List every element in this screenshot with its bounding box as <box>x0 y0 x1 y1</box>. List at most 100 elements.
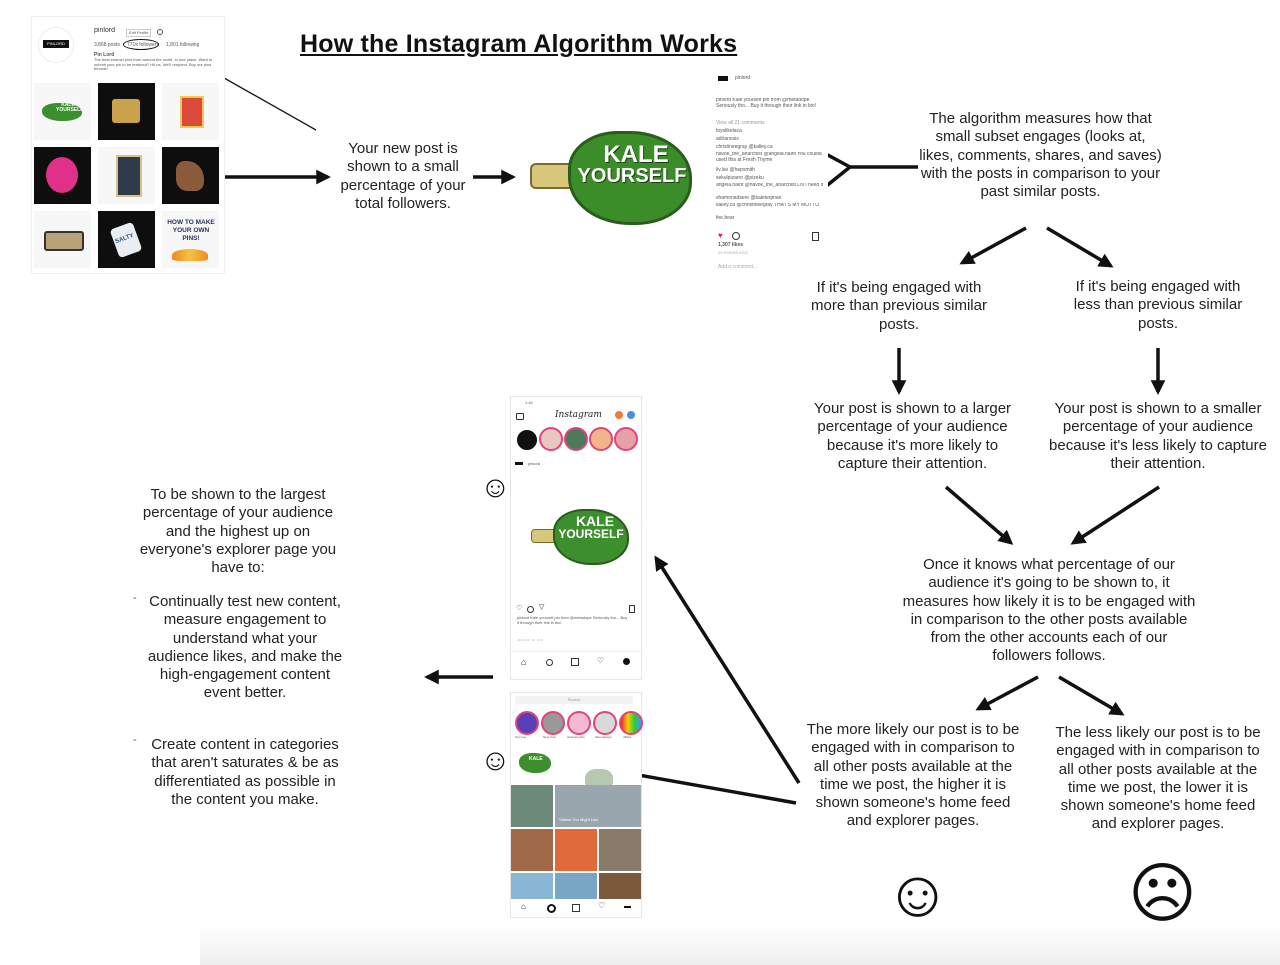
explore-profile-icon[interactable] <box>624 906 631 908</box>
advice-intro: To be shown to the largest percentage of… <box>139 486 337 577</box>
feed-pin-image: KALE YOURSELF <box>527 505 629 565</box>
pin-line-2: YOURSELF <box>577 165 687 187</box>
pink-pin-thumb <box>46 157 78 193</box>
explore-story[interactable] <box>515 711 539 735</box>
tile-portrait-pin[interactable] <box>98 147 155 204</box>
tile-plant-pin[interactable] <box>162 83 219 140</box>
arrow-more-likely-to-feed <box>654 555 801 784</box>
step-once-knows: Once it knows what percentage of our aud… <box>902 556 1196 665</box>
explore-grid-photo[interactable] <box>599 829 641 871</box>
settings-icon[interactable] <box>157 29 163 35</box>
activity-icon[interactable] <box>615 411 623 419</box>
comments-username: pinlord <box>735 75 751 81</box>
stat-posts: 3,868 posts <box>94 42 120 48</box>
advice-item-1: Continually test new content, measure en… <box>147 593 343 702</box>
explore-kale-label: KALE <box>529 756 543 762</box>
explore-story-label: official <box>623 735 632 739</box>
tile-gold-pin[interactable] <box>98 83 155 140</box>
direct-icon[interactable] <box>627 411 635 419</box>
profile-avatar: PINLORD <box>38 27 74 63</box>
story-avatar[interactable] <box>539 427 563 451</box>
activity-tab-icon[interactable]: ♡ <box>597 656 605 665</box>
tile-kale-label: KALE YOURSELF <box>56 102 84 113</box>
tile-salty-pin[interactable]: SALTY <box>98 211 155 268</box>
tile-kale[interactable]: KALE YOURSELF <box>34 83 91 140</box>
story-avatar-own[interactable] <box>515 428 539 452</box>
profile-username: pinlord <box>94 27 116 34</box>
feed-pin-line-1: KALE <box>575 513 615 529</box>
post-username: pinlord <box>528 461 541 466</box>
camera-icon[interactable] <box>516 413 524 420</box>
explore-story[interactable] <box>567 711 591 735</box>
comment-icon[interactable] <box>732 232 740 240</box>
tile-radio-pin[interactable] <box>34 211 91 268</box>
portrait-pin-thumb <box>116 155 142 197</box>
comment-item: fee.bear <box>716 215 735 221</box>
pin-line-1: KALE <box>603 141 669 168</box>
explore-search-icon[interactable] <box>547 904 556 913</box>
explore-story[interactable] <box>593 711 617 735</box>
story-avatar[interactable] <box>614 427 638 451</box>
explore-story[interactable] <box>541 711 565 735</box>
explore-video-tile[interactable] <box>555 785 641 827</box>
plant-pin-thumb <box>180 96 204 128</box>
edit-profile-button[interactable]: Edit Profile <box>126 29 152 37</box>
comment-item: christineegray @kalley.ca <box>716 144 773 150</box>
tile-horse-pin[interactable] <box>162 147 219 204</box>
instagram-wordmark: Instagram <box>555 410 602 420</box>
add-comment-input[interactable]: Add a comment... <box>718 264 758 270</box>
explore-grid-photo[interactable] <box>599 873 641 899</box>
story-avatar[interactable] <box>589 427 613 451</box>
horse-pin-thumb <box>176 161 204 191</box>
story-avatar[interactable] <box>564 427 588 451</box>
explore-grid-photo[interactable] <box>511 829 553 871</box>
arrow-measure-to-more <box>959 226 1027 265</box>
step-less-engaged: If it's being engaged with less than pre… <box>1073 278 1243 332</box>
profile-tab-icon[interactable] <box>623 658 630 665</box>
explore-grid-photo[interactable] <box>511 785 553 827</box>
explore-grid-photo[interactable] <box>555 873 597 899</box>
small-happy-face-icon: ☺ <box>480 744 511 777</box>
feed-like-icon[interactable]: ♡ <box>516 605 523 612</box>
comment-list: toyslikelaca adrianosis christineegray @… <box>716 128 824 223</box>
followers-highlight-circle <box>123 39 159 50</box>
explore-search-input[interactable]: Search <box>515 696 633 704</box>
comments-screenshot: pinlord pinlord Kale yourself pin from @… <box>710 68 828 273</box>
gold-pin-thumb <box>112 99 140 123</box>
search-icon[interactable] <box>546 659 553 666</box>
flames-icon <box>172 249 208 261</box>
bio-text: The best enamel pins from around the wor… <box>94 58 213 70</box>
explore-grid-photo[interactable] <box>555 829 597 871</box>
bookmark-icon[interactable] <box>812 232 819 241</box>
tile-pins-text[interactable]: HOW TO MAKE YOUR OWN PINS! <box>162 211 219 268</box>
explore-add-icon[interactable] <box>572 904 580 912</box>
feed-share-icon[interactable]: ▽ <box>539 604 545 611</box>
heart-icon[interactable]: ♥ <box>718 231 723 240</box>
comment-item: havok_the_anarchist @angela.nairit You c… <box>716 152 822 163</box>
comments-avatar <box>718 76 728 81</box>
explore-grid-photo[interactable] <box>511 873 553 899</box>
step-more-engaged: If it's being engaged with more than pre… <box>811 279 987 333</box>
explore-activity-icon[interactable]: ♡ <box>598 901 606 910</box>
arrow-once-to-more-likely <box>975 675 1039 711</box>
explore-story-label: New York <box>543 735 556 739</box>
feed-comment-icon[interactable] <box>527 606 534 613</box>
view-all-comments-link[interactable]: View all 21 comments <box>716 120 765 126</box>
feed-tabbar: ⌂ ♡ <box>511 651 641 680</box>
explore-story[interactable] <box>619 711 643 735</box>
tile-pink-pin[interactable] <box>34 147 91 204</box>
add-post-icon[interactable] <box>571 658 579 666</box>
feed-pin-line-2: YOURSELF <box>558 527 624 541</box>
explore-home-icon[interactable]: ⌂ <box>521 902 526 911</box>
home-icon[interactable]: ⌂ <box>521 657 527 667</box>
feed-caption: pinlord Kale yourself pin from @metadope… <box>517 615 628 625</box>
comment-item: liv.lav @hepsmith <box>716 167 755 173</box>
pin-leaves <box>568 131 692 225</box>
step-shown-small: Your new post is shown to a small percen… <box>340 140 466 212</box>
advice-bullet: - <box>133 592 137 604</box>
feed-pin-leaves <box>553 509 629 565</box>
comment-item: shamonadsere @kaleteqman <box>716 195 782 201</box>
post-avatar <box>515 462 523 465</box>
bio-name: Pin Lord <box>94 52 115 58</box>
feed-bookmark-icon[interactable] <box>629 605 635 613</box>
